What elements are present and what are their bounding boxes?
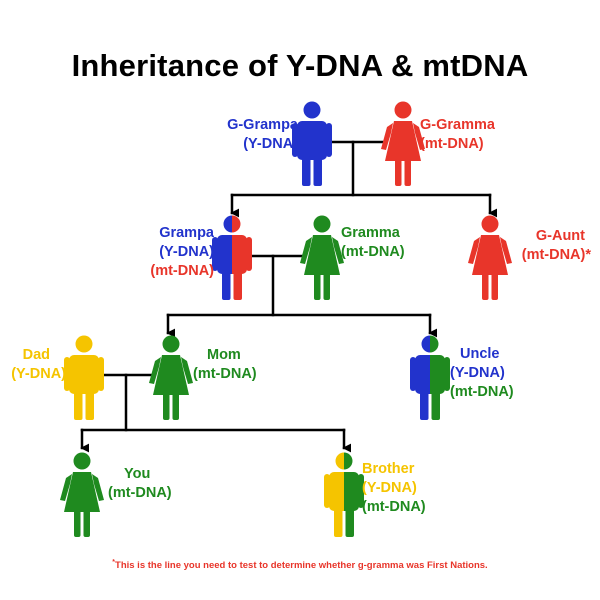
gramma-figure: [300, 215, 344, 300]
label-gramma: Gramma (mt-DNA): [341, 224, 405, 262]
figures: [60, 101, 512, 537]
mom-name: Mom: [207, 347, 241, 363]
connector-lines: [80, 140, 498, 453]
gramma-mtdna: (mt-DNA): [341, 244, 405, 260]
label-brother: Brother (Y-DNA) (mt-DNA): [362, 460, 426, 517]
g-gramma-figure: [381, 101, 425, 186]
label-g-grampa: G-Grampa (Y-DNA): [190, 116, 298, 154]
grampa-name: Grampa: [159, 225, 214, 241]
g-grampa-name: G-Grampa: [227, 117, 298, 133]
brother-figure: [324, 452, 364, 537]
uncle-figure: [410, 335, 450, 420]
you-figure: [60, 452, 104, 537]
dad-figure: [64, 335, 104, 420]
uncle-ydna: (Y-DNA): [450, 365, 505, 381]
footnote-text: This is the line you need to test to det…: [115, 560, 488, 572]
grampa-ydna: (Y-DNA): [159, 244, 214, 260]
grampa-mtdna: (mt-DNA): [150, 263, 214, 279]
label-grampa: Grampa (Y-DNA) (mt-DNA): [110, 224, 214, 281]
label-mom: Mom (mt-DNA): [193, 346, 257, 384]
brother-ydna: (Y-DNA): [362, 480, 417, 496]
uncle-name: Uncle: [460, 346, 500, 362]
brother-name: Brother: [362, 461, 415, 477]
uncle-mtdna: (mt-DNA): [450, 384, 514, 400]
you-mtdna: (mt-DNA): [108, 485, 172, 501]
label-you: You (mt-DNA): [108, 465, 172, 503]
mom-mtdna: (mt-DNA): [193, 366, 257, 382]
dad-ydna: (Y-DNA): [11, 366, 66, 382]
gramma-name: Gramma: [341, 225, 400, 241]
label-uncle: Uncle (Y-DNA) (mt-DNA): [450, 345, 514, 402]
page-title: Inheritance of Y-DNA & mtDNA: [71, 48, 529, 83]
g-aunt-figure: [468, 215, 512, 300]
brother-mtdna: (mt-DNA): [362, 499, 426, 515]
mom-figure: [149, 335, 193, 420]
label-g-aunt: G-Aunt (mt-DNA)*: [505, 227, 591, 265]
footnote-marker: *: [112, 559, 116, 566]
footnote: *This is the line you need to test to de…: [0, 559, 600, 571]
g-aunt-mtdna: (mt-DNA)*: [521, 247, 591, 263]
g-grampa-figure: [292, 101, 332, 186]
you-name: You: [124, 466, 151, 482]
g-grampa-ydna: (Y-DNA): [243, 136, 298, 152]
label-dad: Dad (Y-DNA): [0, 346, 66, 384]
dad-name: Dad: [22, 347, 50, 363]
g-gramma-name: G-Gramma: [420, 117, 495, 133]
label-g-gramma: G-Gramma (mt-DNA): [420, 116, 495, 154]
grampa-figure: [212, 215, 252, 300]
g-aunt-name: G-Aunt: [535, 228, 585, 244]
g-gramma-mtdna: (mt-DNA): [420, 136, 484, 152]
